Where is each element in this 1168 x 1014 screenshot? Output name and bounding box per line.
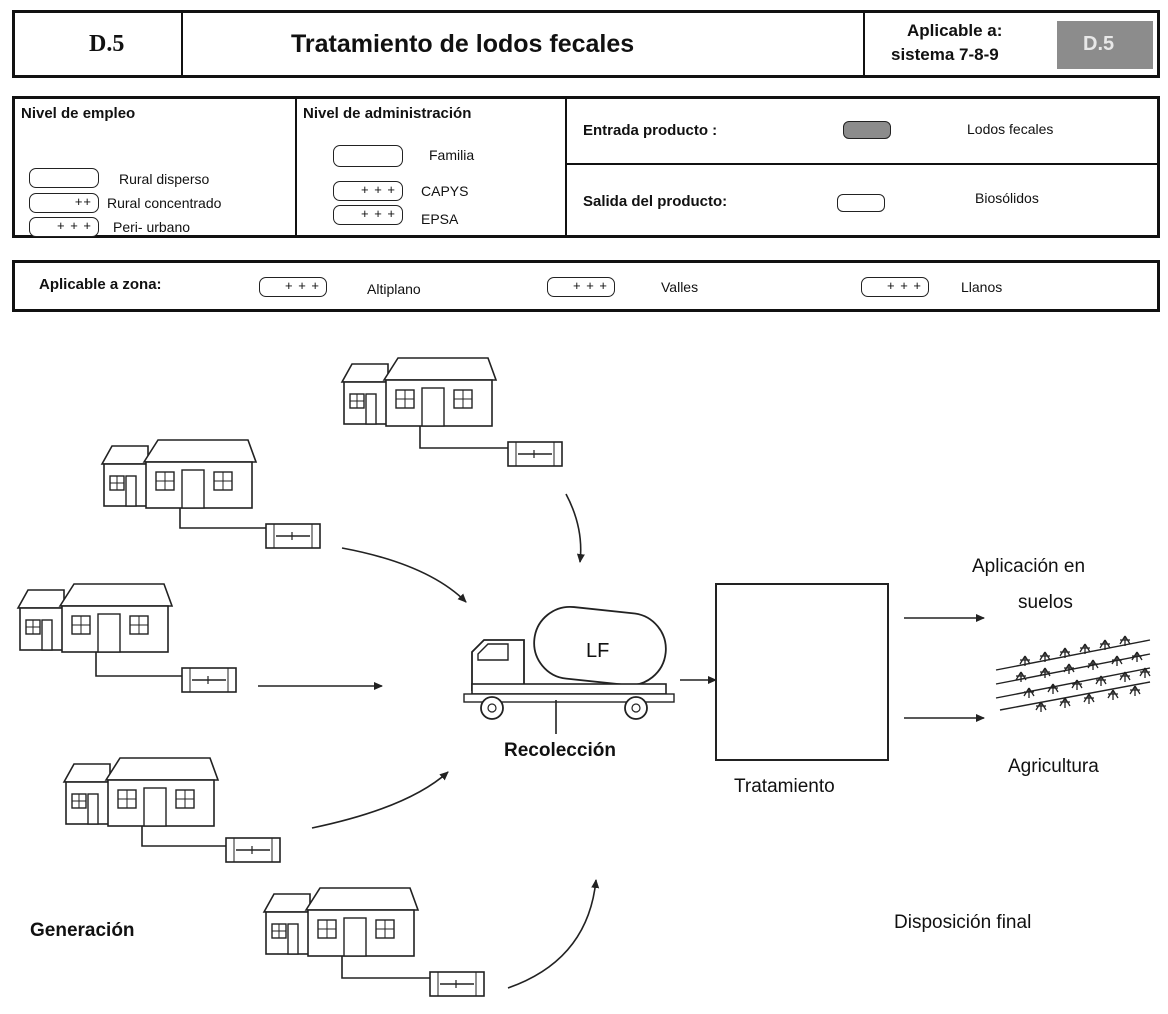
admin-level-2-label: CAPYS — [421, 183, 469, 199]
admin-level-3-label: EPSA — [421, 211, 459, 227]
admin-level-1-label: Familia — [429, 147, 475, 163]
empleo-level-2-symbol: ++ — [29, 193, 99, 213]
header-divider-2 — [863, 13, 865, 75]
aplicacion-label-line-1: Aplicación en — [972, 556, 1086, 577]
salida-value: Biosólidos — [975, 190, 1039, 206]
empleo-level-3-label: Peri- urbano — [113, 219, 191, 235]
house-group-3 — [17, 583, 237, 693]
disposicion-label: Disposición final — [894, 912, 1032, 933]
entrada-value: Lodos fecales — [967, 121, 1054, 137]
empleo-level-1-label: Rural disperso — [119, 171, 210, 187]
levels-divider-1 — [295, 99, 297, 235]
levels-divider-2 — [565, 99, 567, 235]
zona-1-symbol: + + + — [259, 277, 327, 297]
treatment-box — [715, 583, 889, 761]
admin-level-2-symbol: + + + — [333, 181, 403, 201]
page-title: Tratamiento de lodos fecales — [291, 30, 635, 58]
empleo-level-1-symbol — [29, 168, 99, 188]
applicable-line-2: sistema 7-8-9 — [891, 45, 999, 64]
nivel-empleo-heading: Nivel de empleo — [21, 105, 136, 122]
sheet-code: D.5 — [89, 31, 125, 57]
zona-1-label: Altiplano — [367, 281, 421, 297]
empleo-level-2-label: Rural concentrado — [107, 195, 222, 211]
entrada-symbol — [843, 121, 891, 139]
agricultura-label: Agricultura — [1008, 756, 1099, 777]
zona-heading: Aplicable a zona: — [39, 276, 162, 293]
house-group-1 — [341, 357, 563, 467]
admin-level-3-symbol: + + + — [333, 205, 403, 225]
zona-2-label: Valles — [661, 279, 699, 295]
recoleccion-label: Recolección — [504, 740, 616, 761]
house-group-2 — [101, 439, 321, 549]
truck-label: LF — [586, 640, 610, 662]
flow-arrow-5 — [507, 879, 600, 989]
nivel-administracion-heading: Nivel de administración — [303, 105, 472, 122]
admin-level-1-symbol — [333, 145, 403, 167]
house-group-5 — [263, 887, 485, 997]
applicable-line-1: Aplicable a: — [907, 21, 1003, 40]
empleo-level-3-symbol: + + + — [29, 217, 99, 237]
aplicacion-label-line-2: suelos — [1018, 592, 1073, 613]
entrada-label: Entrada producto : — [583, 122, 718, 139]
tratamiento-label: Tratamiento — [734, 776, 835, 797]
code-badge-text: D.5 — [1083, 33, 1115, 55]
header-divider-1 — [181, 13, 183, 75]
collection-truck — [463, 605, 675, 734]
flow-arrow-2 — [341, 547, 467, 603]
header-bar: D.5 Tratamiento de lodos fecales Aplicab… — [12, 10, 1160, 78]
flow-arrow-1 — [565, 493, 585, 563]
zona-3-symbol: + + + — [861, 277, 929, 297]
flow-arrow-4 — [311, 771, 449, 829]
zona-3-label: Llanos — [961, 279, 1003, 295]
agriculture-field-icon — [995, 635, 1151, 713]
zona-2-symbol: + + + — [547, 277, 615, 297]
product-row-divider — [567, 163, 1157, 165]
generacion-label: Generación — [30, 920, 135, 941]
levels-table: Nivel de empleo Rural disperso ++ Rural … — [12, 96, 1160, 238]
salida-symbol — [837, 194, 885, 212]
code-badge: D.5 — [1057, 21, 1153, 69]
salida-label: Salida del producto: — [583, 193, 728, 210]
zone-row: Aplicable a zona: + + + Altiplano + + + … — [12, 260, 1160, 312]
house-group-4 — [63, 757, 281, 863]
